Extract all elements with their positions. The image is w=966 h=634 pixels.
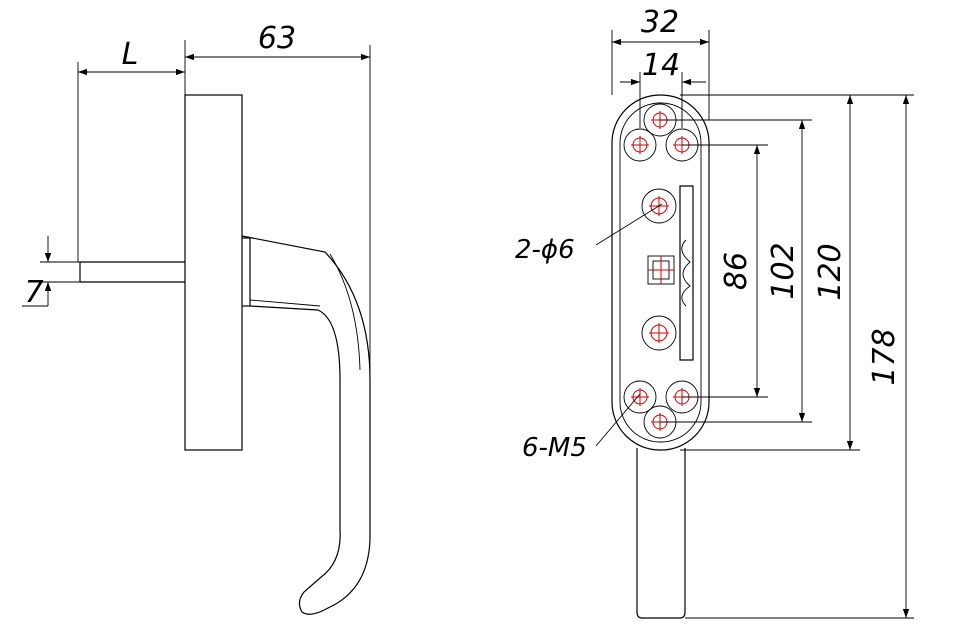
dim-32: 32 [611,5,710,120]
dim-32-label: 32 [641,5,679,40]
mechanism [647,185,694,361]
dim-L-label: L [122,37,139,72]
dim-86-label: 86 [719,252,754,290]
dim-102: 102 [660,119,812,423]
dim-63: 63 [184,21,371,380]
handle-neck [242,237,251,307]
spindle [79,261,185,283]
m5-hole [623,380,657,414]
dim-178-label: 178 [867,328,902,385]
dim-120-label: 120 [813,243,848,300]
dim-14-label: 14 [642,48,680,83]
side-view: 63 L 7 [22,21,371,615]
rose-plate [184,94,243,451]
dim-L: L [77,37,185,262]
front-view: 32 14 86 102 120 [515,5,914,619]
dim-7: 7 [22,236,80,310]
callout-holes: 2-ɸ6 [515,203,663,265]
callout-holes-label: 2-ɸ6 [515,235,575,265]
dim-63-label: 63 [258,21,296,56]
dim-120: 120 [680,94,860,451]
callout-threads-label: 6-M5 [522,433,587,463]
rose-inner-outline [619,102,702,443]
dim-102-label: 102 [766,242,801,299]
handle-lever [241,235,371,615]
d6-hole [641,315,677,351]
dim-7-label: 7 [24,275,43,310]
m5-hole [623,128,657,162]
dim-14: 14 [620,48,706,128]
callout-threads: 6-M5 [522,393,641,463]
dim-178: 178 [685,94,914,619]
handle-grip [636,448,686,619]
rose-outline [611,94,710,451]
dim-86: 86 [682,144,768,398]
